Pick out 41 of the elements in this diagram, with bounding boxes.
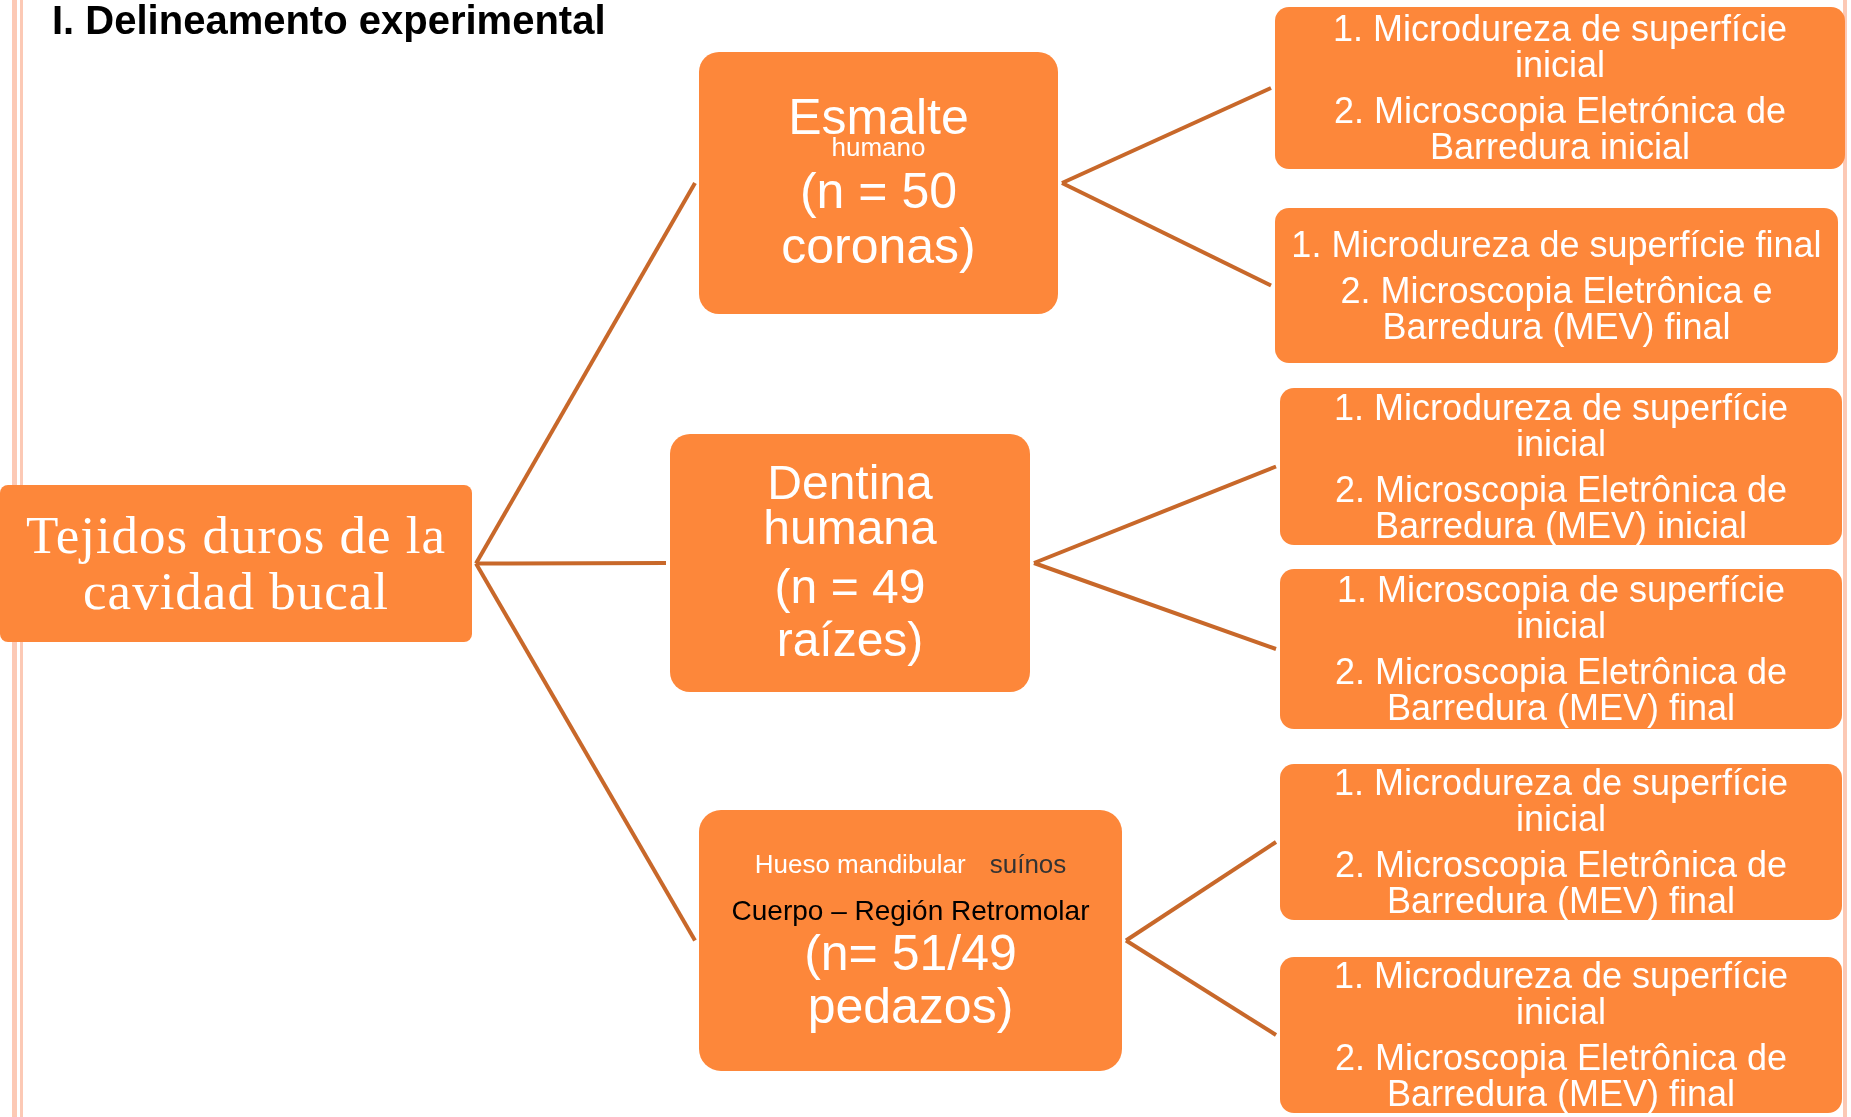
process-box: [670, 434, 1030, 692]
node-text: 2. Microscopia Eletrônica de Barredura (MEV) final: [1333, 847, 1789, 919]
connector-line: [1033, 464, 1277, 565]
node-text: Cuerpo – Región Retromolar: [731, 893, 1090, 928]
node-text: Dentina humana: [762, 459, 938, 551]
slide-title: I. Delineamento experimental: [52, 0, 606, 40]
node-text: 1. Microdureza de superfície inicial: [1332, 765, 1790, 837]
connector-line: [1033, 561, 1277, 651]
process-box: [1275, 208, 1838, 363]
node-text: (n = 50 coronas): [780, 164, 977, 274]
process-box: [1280, 569, 1842, 729]
process-box: [1280, 764, 1842, 920]
connector-line: [1124, 840, 1278, 943]
process-box: [1280, 388, 1842, 545]
node-text: 1. Microdureza de superfície inicial: [1332, 958, 1790, 1030]
process-box: [1280, 957, 1842, 1113]
node-text: humano: [831, 134, 926, 160]
node-text: (n = 49 raízes): [773, 560, 927, 667]
connector-line: [476, 561, 666, 566]
node-text: 2. Microscopia Eletrónica de Barredura inicial: [1332, 93, 1788, 165]
node-text: 1. Microdureza de superfície final: [1291, 226, 1822, 263]
node-text: 2. Microscopia Eletrônica e Barredura (MEV) final: [1339, 272, 1774, 345]
node-title: Tejidos duros de la cavidad bucal: [24, 507, 448, 620]
node-text: 1. Microdureza de superfície inicial: [1332, 389, 1790, 462]
process-box: [0, 485, 472, 642]
node-text: Hueso mandibular: [754, 848, 966, 880]
node-text: 1. Microdureza de superfície inicial: [1331, 11, 1789, 83]
node-text: (n= 51/49 pedazos): [804, 927, 1018, 1033]
node-text: 2. Microscopia Eletrônica de Barredura (MEV) final: [1333, 654, 1789, 726]
process-box: [699, 810, 1122, 1071]
process-box: [699, 52, 1058, 314]
connector-line: [1061, 181, 1272, 288]
node-text: suínos: [989, 848, 1067, 880]
connector-line: [1061, 86, 1272, 185]
connector-line: [474, 182, 697, 565]
node-text: 2. Microscopia Eletrônica de Barredura (MEV) inicial: [1333, 471, 1789, 544]
connector-line: [1124, 938, 1278, 1037]
connector-line: [474, 562, 697, 942]
node-text: 1. Microscopia de superfície inicial: [1335, 572, 1787, 644]
node-text: 2. Microscopia Eletrônica de Barredura (MEV) final: [1333, 1040, 1789, 1112]
process-box: [1275, 7, 1845, 169]
